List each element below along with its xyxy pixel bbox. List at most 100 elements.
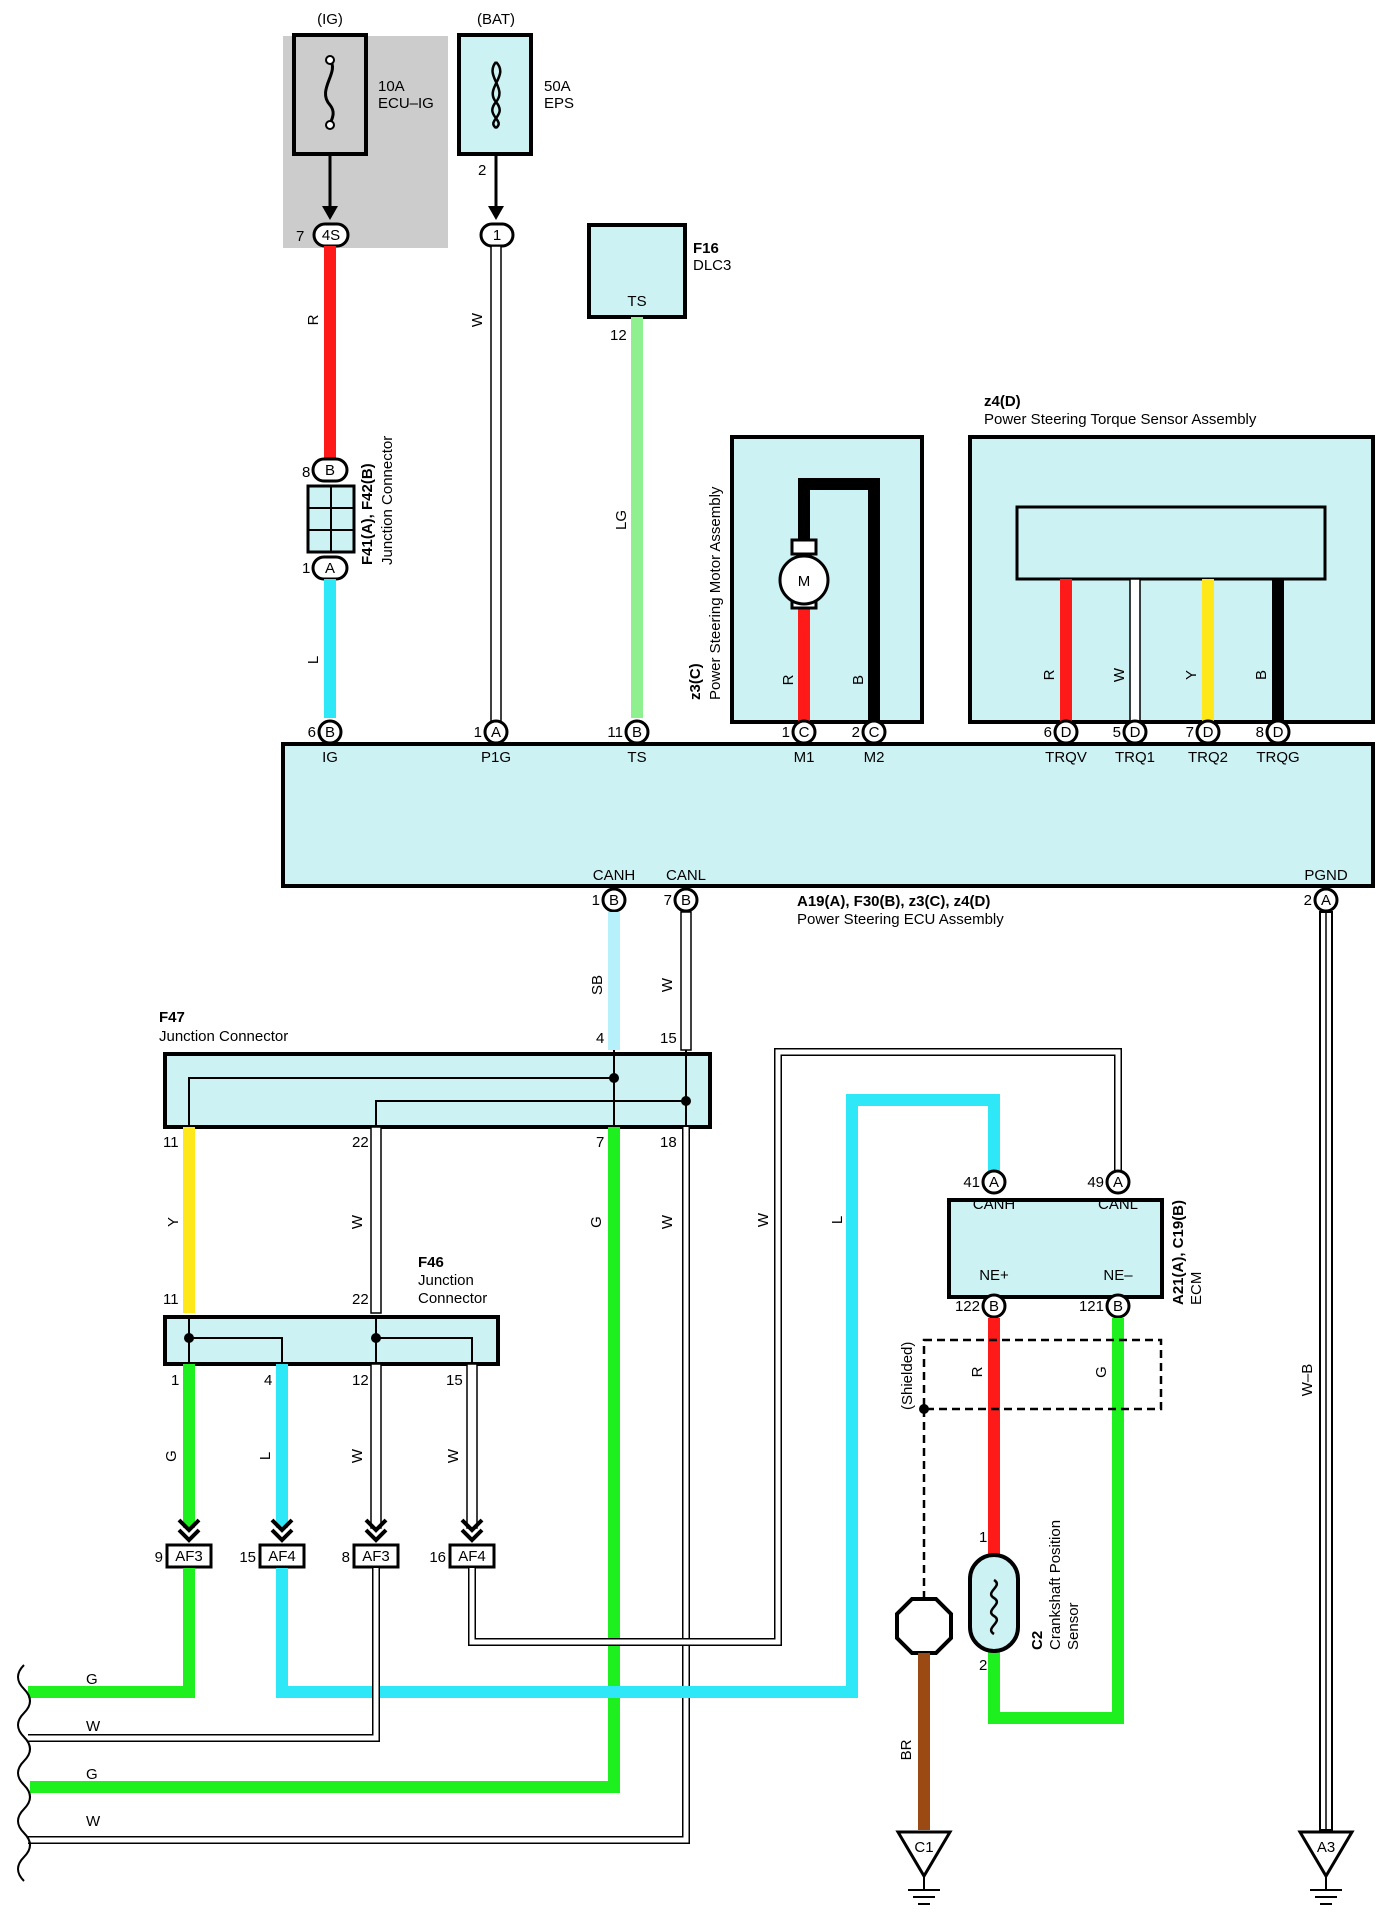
wire-w-left1 bbox=[28, 1568, 379, 1741]
f46-pin-12: 12 bbox=[352, 1372, 369, 1389]
svg-text:Y: Y bbox=[1183, 670, 1200, 680]
ecu-trqg-label: TRQG bbox=[1256, 749, 1299, 766]
svg-text:8: 8 bbox=[342, 1549, 350, 1566]
wire-w-15 bbox=[466, 1363, 478, 1529]
crank-id: C2 bbox=[1029, 1631, 1046, 1650]
shield-ground-icon bbox=[895, 1597, 953, 1655]
ecm-ne-label: NE– bbox=[1103, 1267, 1133, 1284]
ecu-trqv-pin: 6 bbox=[1044, 724, 1052, 741]
svg-text:L: L bbox=[257, 1452, 274, 1460]
ig-pin: 7 bbox=[296, 228, 304, 245]
ecu-ts-pin: 11 bbox=[607, 724, 623, 741]
ecu-m2-terminal bbox=[861, 719, 887, 745]
bat-fuse-rating: 50A bbox=[544, 78, 571, 95]
ecu-trq2-pin: 7 bbox=[1186, 724, 1194, 741]
dlc3-box bbox=[587, 223, 687, 319]
crank-name-line1: Crankshaft Position bbox=[1047, 1520, 1064, 1650]
ecm-canl-terminal bbox=[1105, 1169, 1131, 1195]
svg-text:Y: Y bbox=[165, 1217, 182, 1227]
ecu-ts-label: TS bbox=[627, 749, 646, 766]
svg-text:R: R bbox=[780, 674, 797, 685]
dlc3-id: F16 bbox=[693, 240, 719, 257]
svg-text:A: A bbox=[325, 560, 335, 577]
ecu-trq1-label: TRQ1 bbox=[1115, 749, 1155, 766]
ecu-p1g-conn: A bbox=[491, 724, 501, 741]
svg-text:W: W bbox=[659, 1214, 676, 1229]
svg-text:L: L bbox=[829, 1216, 846, 1224]
ecm-ne-pin: 121 bbox=[1079, 1298, 1104, 1315]
svg-text:B: B bbox=[325, 462, 335, 479]
ecu-ig-conn: B bbox=[325, 724, 335, 741]
bat-fuse-icon bbox=[491, 61, 502, 129]
f41-id: F41(A), F42(B) bbox=[359, 463, 376, 565]
ecu-m2-conn: C bbox=[869, 724, 880, 741]
ecu-m1-conn: C bbox=[799, 724, 810, 741]
bat-pin: 2 bbox=[478, 162, 486, 179]
wire-label-r-ig: R bbox=[305, 314, 322, 325]
crank-coil-icon bbox=[989, 1578, 999, 1636]
f47-pin-7: 7 bbox=[596, 1134, 604, 1151]
ig-arrow-icon bbox=[322, 206, 338, 220]
ecu-name: Power Steering ECU Assembly bbox=[797, 911, 1004, 928]
svg-text:AF3: AF3 bbox=[362, 1548, 390, 1565]
f46-id: F46 bbox=[418, 1254, 444, 1271]
svg-text:A3: A3 bbox=[1317, 1839, 1335, 1856]
ecu-trqv-conn: D bbox=[1061, 724, 1072, 741]
ground-a3-icon: A3 bbox=[1297, 1830, 1355, 1905]
crank-sensor-body bbox=[968, 1553, 1020, 1653]
ecu-trq1-pin: 5 bbox=[1113, 724, 1121, 741]
svg-text:B: B bbox=[850, 675, 867, 685]
svg-text:G: G bbox=[86, 1671, 98, 1688]
ecm-ne-terminal bbox=[981, 1293, 1007, 1319]
shield-label: (Shielded) bbox=[899, 1342, 916, 1410]
svg-text:R: R bbox=[969, 1366, 986, 1377]
svg-text:W: W bbox=[349, 1448, 366, 1463]
bat-supply-label: (BAT) bbox=[477, 11, 515, 28]
ecu-canh-pin: 1 bbox=[592, 892, 600, 909]
ig-fuse-node-bot bbox=[325, 120, 335, 130]
connector-chevron-icon bbox=[460, 1518, 484, 1533]
ecu-ts-terminal bbox=[624, 719, 650, 745]
ecm-name: ECM bbox=[1188, 1272, 1205, 1305]
wire-w-trq1 bbox=[1129, 578, 1141, 723]
ecu-trq2-label: TRQ2 bbox=[1188, 749, 1228, 766]
ecm-canh-terminal bbox=[981, 1169, 1007, 1195]
bat-conn-label: 1 bbox=[493, 227, 501, 244]
ecu-m1-pin: 1 bbox=[782, 724, 790, 741]
wire-w-ecm-canl bbox=[469, 1049, 1121, 1645]
ecu-pgnd-conn: A bbox=[1321, 892, 1331, 909]
ecu-pgnd-pin: 2 bbox=[1304, 892, 1312, 909]
ecm-canh-conn: A bbox=[989, 1174, 999, 1191]
ecu-canh-conn: B bbox=[609, 892, 619, 909]
ecu-ig-pin: 6 bbox=[308, 724, 316, 741]
crank-pin-2: 2 bbox=[979, 1657, 987, 1674]
torque-id: z4(D) bbox=[984, 393, 1021, 410]
ecu-ig-terminal bbox=[317, 719, 343, 745]
f47-pin-18: 18 bbox=[660, 1134, 677, 1151]
ig-fuse-name: ECU–IG bbox=[378, 95, 434, 112]
svg-text:W: W bbox=[1111, 667, 1128, 682]
f46-name-line1: Junction bbox=[418, 1272, 474, 1289]
f47-id: F47 bbox=[159, 1009, 185, 1026]
crank-name-line2: Sensor bbox=[1065, 1602, 1082, 1650]
dlc3-term: TS bbox=[627, 293, 646, 310]
wire-w-canl bbox=[680, 911, 692, 1051]
svg-text:W–B: W–B bbox=[1299, 1364, 1316, 1397]
wire-w-22 bbox=[370, 1126, 382, 1314]
ecu-trq2-conn: D bbox=[1203, 724, 1214, 741]
ecu-trq2-terminal bbox=[1195, 719, 1221, 745]
f46-pin-4: 4 bbox=[264, 1372, 272, 1389]
svg-text:AF4: AF4 bbox=[458, 1548, 486, 1565]
ecu-canh-label: CANH bbox=[593, 867, 636, 884]
svg-text:W: W bbox=[755, 1212, 772, 1227]
ground-c1-icon: C1 bbox=[895, 1830, 953, 1905]
wire-label-sb: SB bbox=[589, 975, 606, 995]
dlc3-pin: 12 bbox=[610, 327, 627, 344]
crank-pin-1: 1 bbox=[979, 1529, 987, 1546]
ecu-trqg-pin: 8 bbox=[1256, 724, 1264, 741]
ecu-canh-terminal bbox=[601, 887, 627, 913]
bat-arrow-icon bbox=[488, 206, 504, 220]
wire-w-p1g bbox=[490, 245, 502, 730]
motor-id: z3(C) bbox=[687, 663, 704, 700]
